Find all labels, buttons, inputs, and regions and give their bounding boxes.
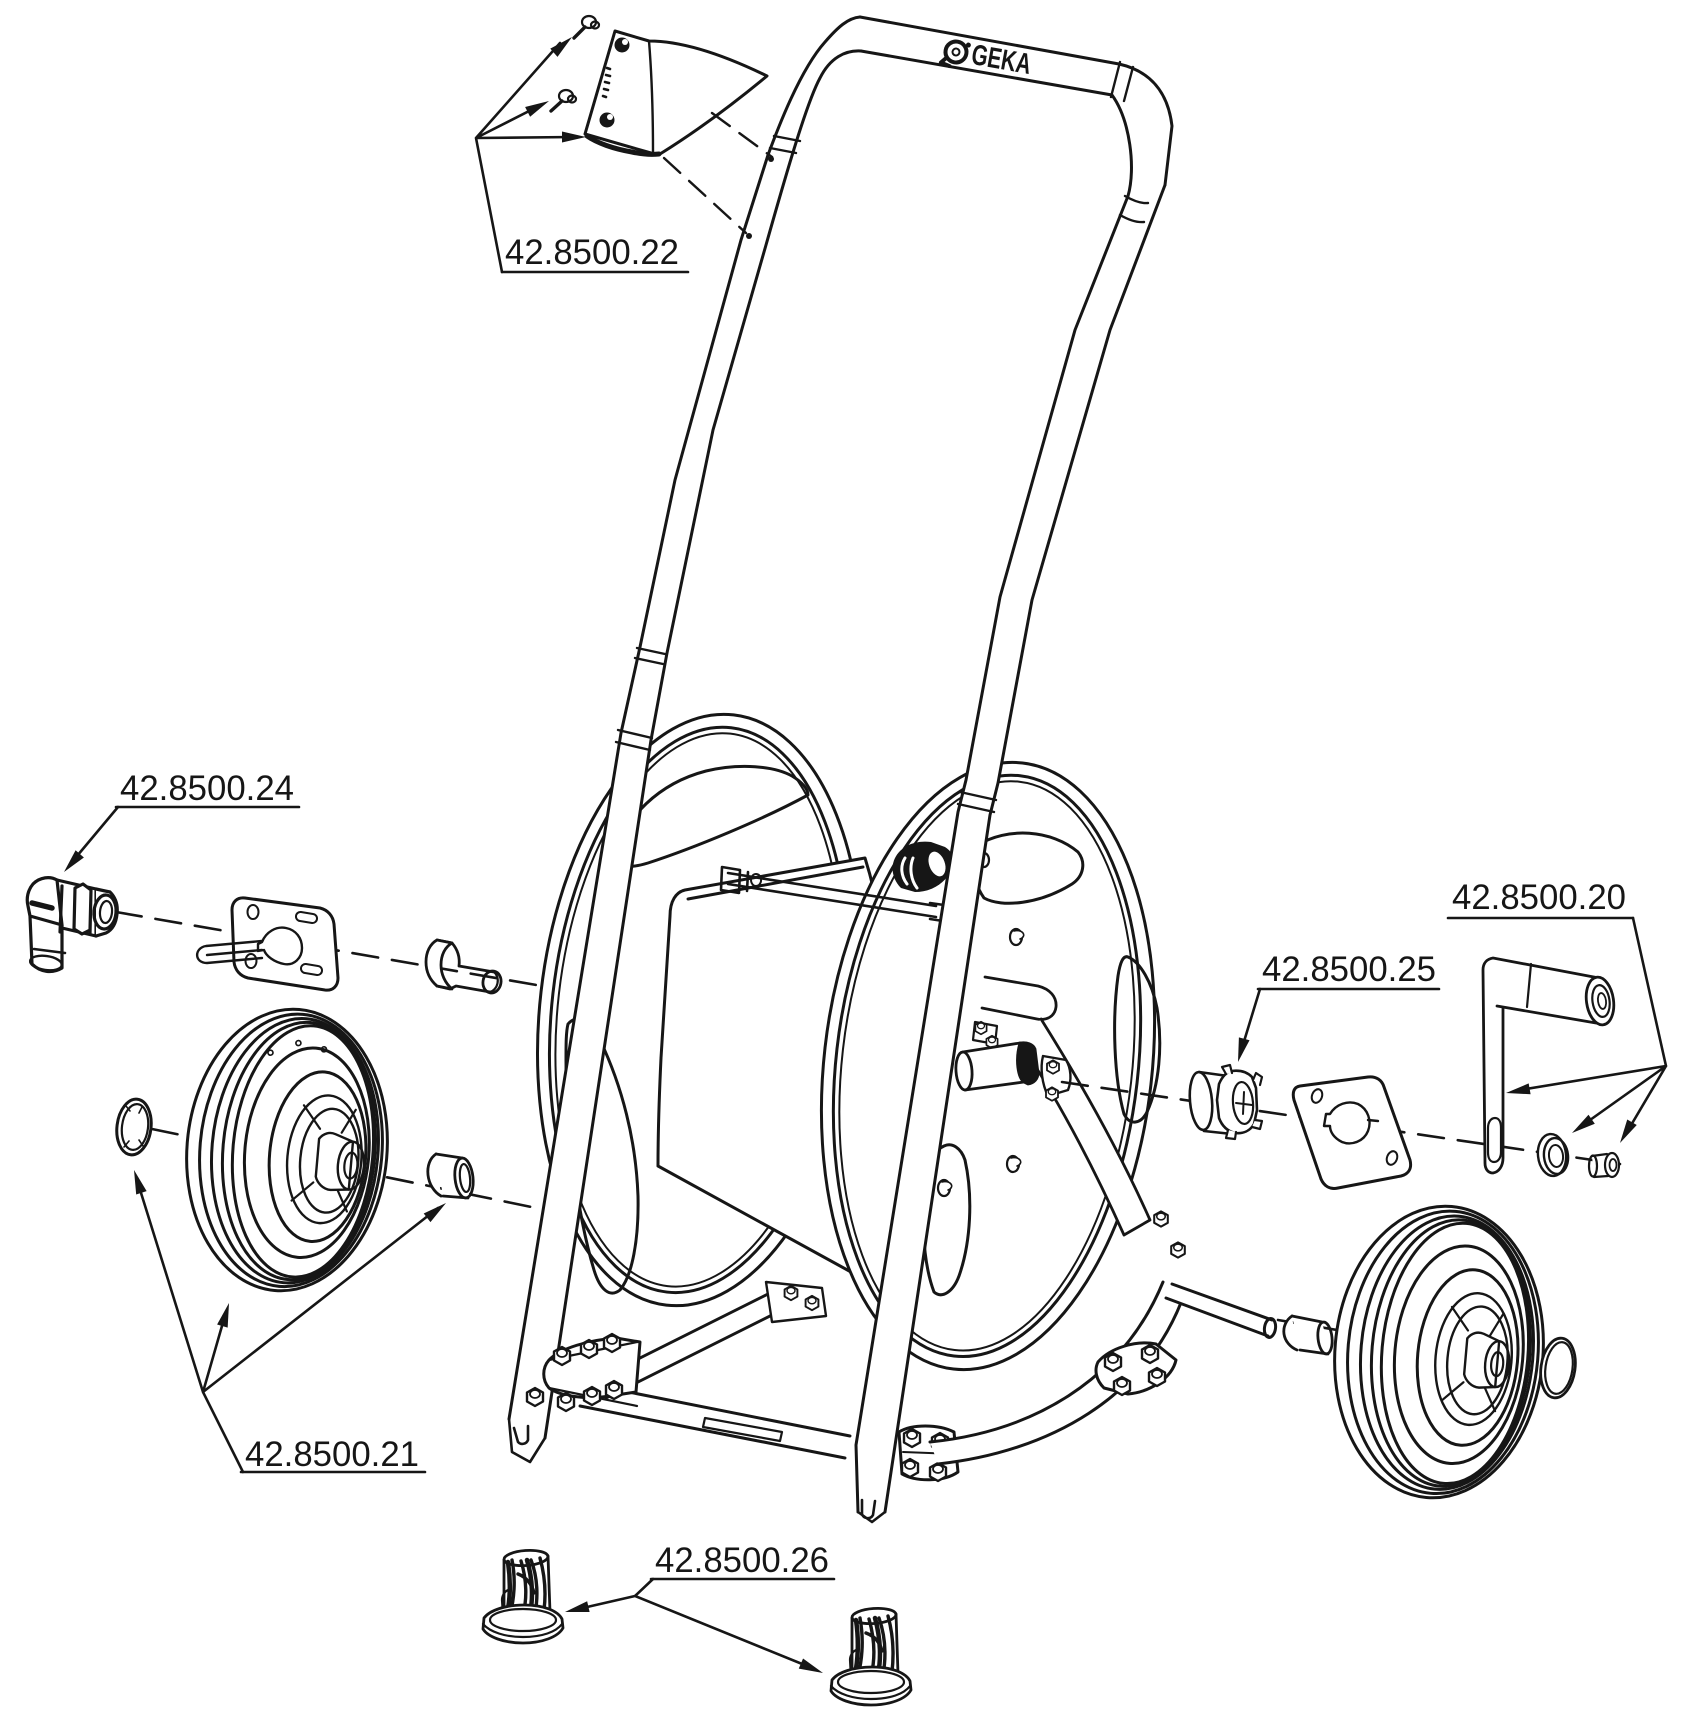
svg-text:42.8500.20: 42.8500.20 (1452, 878, 1626, 917)
svg-text:42.8500.24: 42.8500.24 (120, 769, 294, 808)
svg-text:42.8500.25: 42.8500.25 (1262, 950, 1436, 989)
svg-text:42.8500.22: 42.8500.22 (505, 233, 679, 272)
svg-text:42.8500.26: 42.8500.26 (655, 1541, 829, 1580)
svg-text:42.8500.21: 42.8500.21 (245, 1435, 419, 1474)
